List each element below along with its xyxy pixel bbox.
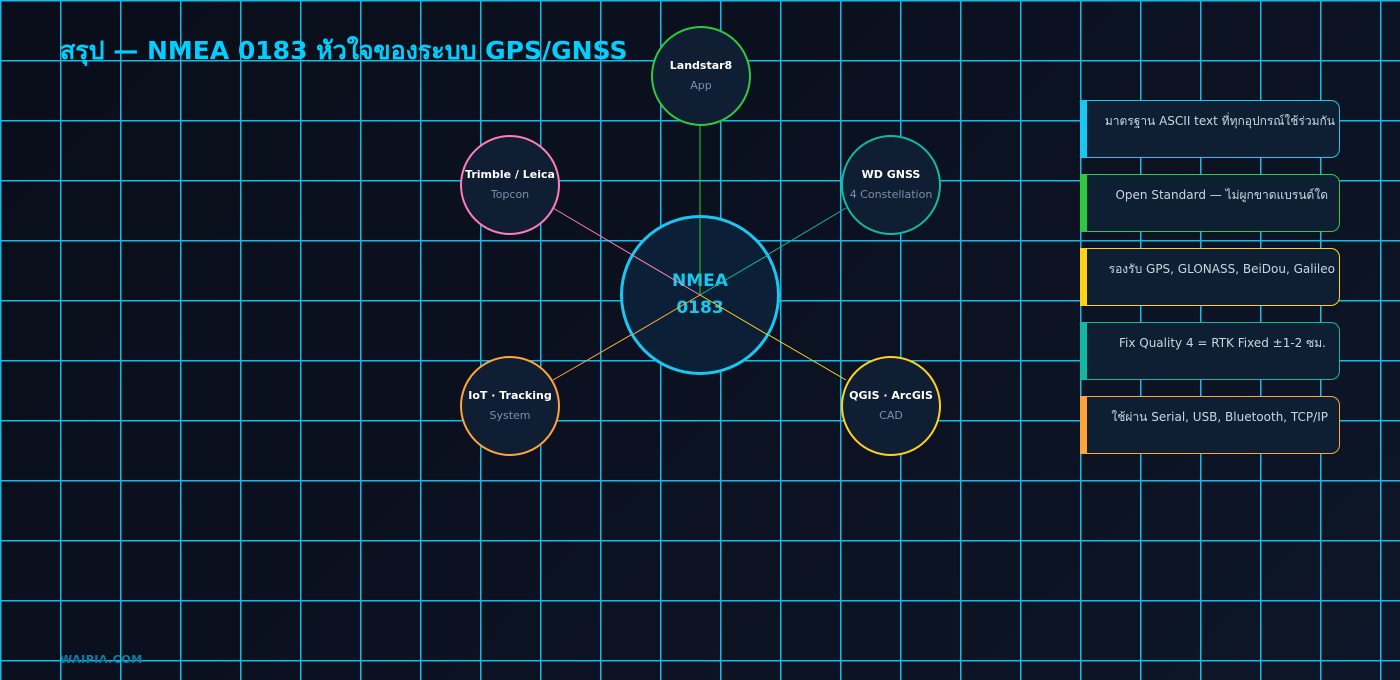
- card-ascii-standard: มาตรฐาน ASCII text ที่ทุกอุปกรณ์ใช้ร่วมก…: [1080, 100, 1340, 158]
- node-qgis-arcgis: QGIS · ArcGIS CAD: [841, 356, 941, 456]
- card-interfaces: ใช้ผ่าน Serial, USB, Bluetooth, TCP/IP: [1080, 396, 1340, 454]
- node-title: WD GNSS: [861, 168, 921, 181]
- node-trimble-leica: Trimble / Leica Topcon: [460, 135, 560, 235]
- card-constellations: รองรับ GPS, GLONASS, BeiDou, Galileo: [1080, 248, 1340, 306]
- node-title: IoT · Tracking: [468, 389, 552, 402]
- page-title: สรุป — NMEA 0183 หัวใจของระบบ GPS/GNSS: [60, 36, 628, 65]
- node-iot-tracking: IoT · Tracking System: [460, 356, 560, 456]
- card-open-standard: Open Standard — ไม่ผูกขาดแบรนด์ใด: [1080, 174, 1340, 232]
- node-title: Landstar8: [669, 59, 733, 72]
- node-title: QGIS · ArcGIS: [849, 389, 933, 402]
- card-text: รองรับ GPS, GLONASS, BeiDou, Galileo: [1108, 262, 1335, 276]
- card-text: ใช้ผ่าน Serial, USB, Bluetooth, TCP/IP: [1111, 410, 1328, 424]
- node-subtitle: Topcon: [490, 188, 530, 201]
- card-text: Open Standard — ไม่ผูกขาดแบรนด์ใด: [1115, 188, 1328, 202]
- node-subtitle: App: [690, 79, 712, 92]
- card-text: Fix Quality 4 = RTK Fixed ±1-2 ซม.: [1118, 336, 1326, 350]
- node-landstar8: Landstar8 App: [651, 26, 751, 126]
- hub-label-line1: NMEA: [672, 271, 728, 291]
- node-subtitle: System: [489, 409, 531, 422]
- node-title: Trimble / Leica: [465, 168, 555, 181]
- footer-brand[interactable]: WAIPIA.COM: [60, 653, 143, 666]
- card-fix-quality: Fix Quality 4 = RTK Fixed ±1-2 ซม.: [1080, 322, 1340, 380]
- node-wd-gnss: WD GNSS 4 Constellation: [841, 135, 941, 235]
- hub-nmea-0183: NMEA 0183: [620, 215, 780, 375]
- node-subtitle: CAD: [879, 409, 903, 422]
- hub-label-line2: 0183: [676, 298, 724, 318]
- card-text: มาตรฐาน ASCII text ที่ทุกอุปกรณ์ใช้ร่วมก…: [1104, 114, 1335, 128]
- node-subtitle: 4 Constellation: [849, 188, 933, 201]
